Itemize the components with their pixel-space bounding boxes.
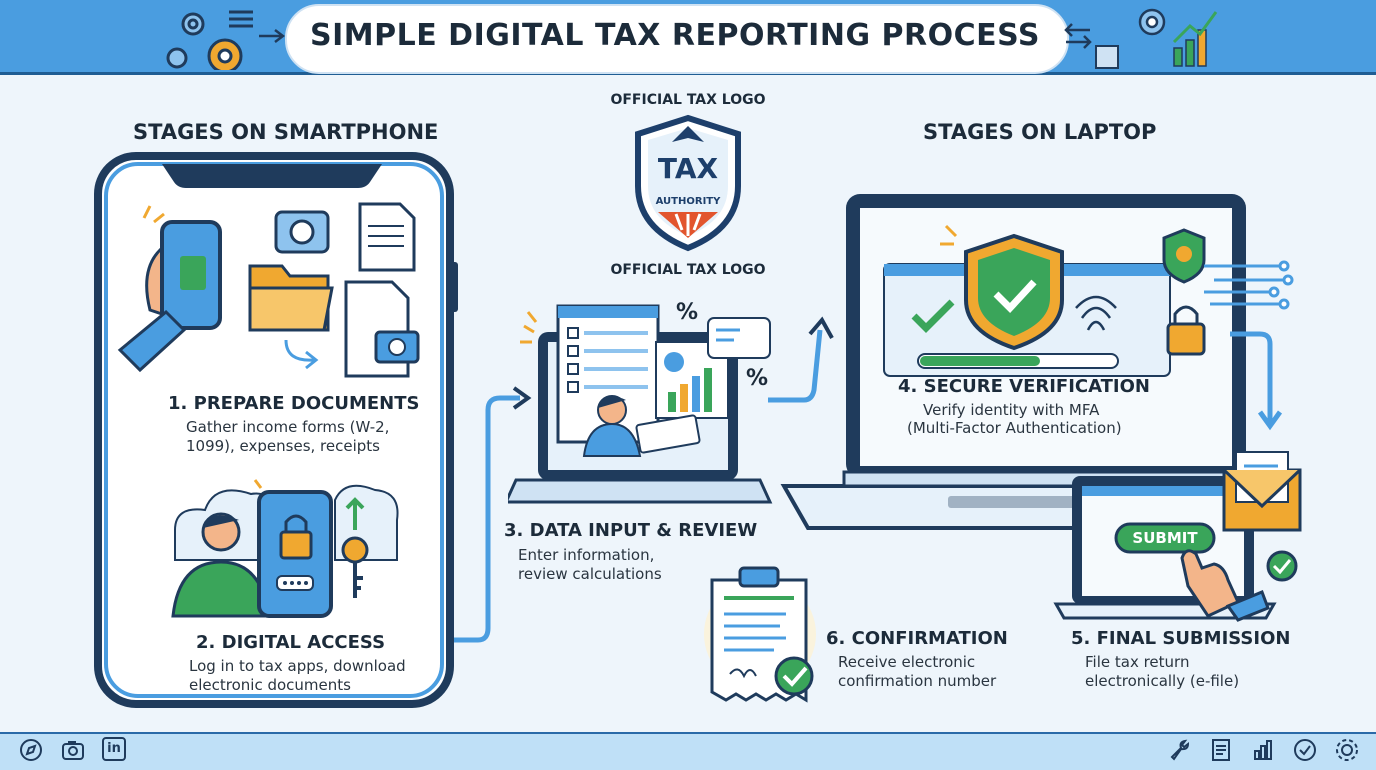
tax-authority-shield-icon [635,114,741,252]
checkmark-icon[interactable] [1292,737,1318,763]
document-icon[interactable] [1208,737,1234,763]
linkedin-icon[interactable]: in [102,737,126,761]
logo-main-text: TAX [657,152,719,185]
security-decor-icons [1162,228,1294,431]
step-3-desc-line1: Enter information, [518,546,655,564]
step-3-title: 3. DATA INPUT & REVIEW [504,520,758,541]
step-5-desc-line1: File tax return [1085,653,1190,671]
logo-sub-text: AUTHORITY [655,196,721,207]
logo-caption-bottom: OFFICIAL TAX LOGO [610,262,766,278]
step-4-desc-line2: (Multi-Factor Authentication) [907,419,1122,437]
step-1-desc-line1: Gather income forms (W-2, [186,418,390,436]
step-1-title: 1. PREPARE DOCUMENTS [168,393,420,414]
camera-icon[interactable] [60,737,86,763]
submit-button[interactable]: SUBMIT [1132,529,1198,547]
header-chart-icon [1064,8,1218,69]
step-5-title: 5. FINAL SUBMISSION [1071,628,1291,649]
final-submission-laptop-illustration [1053,451,1302,622]
footer-bar [0,732,1376,770]
title-banner [285,4,1069,74]
wrench-icon[interactable] [1166,737,1192,763]
step-4-title: 4. SECURE VERIFICATION [898,376,1150,397]
step-6-title: 6. CONFIRMATION [826,628,1008,649]
gear-icon[interactable] [1334,737,1360,763]
step-4-desc-line1: Verify identity with MFA [923,401,1100,419]
logo-caption-top: OFFICIAL TAX LOGO [610,92,766,108]
data-input-laptop-illustration [508,304,773,504]
chart-icon[interactable] [1250,737,1276,763]
percent-symbol-top: % [676,300,699,325]
confirmation-receipt-illustration [704,566,816,703]
step-5-desc-line2: electronically (e-file) [1085,672,1240,690]
step-2-title: 2. DIGITAL ACCESS [196,632,386,653]
step-2-desc-line1: Log in to tax apps, download [189,657,406,675]
smartphone-section-title: STAGES ON SMARTPHONE [133,120,439,144]
laptop-section-title: STAGES ON LAPTOP [923,120,1157,144]
step-6-desc-line2: confirmation number [838,672,997,690]
step-1-desc-line2: 1099), expenses, receipts [186,437,380,455]
prepare-documents-illustration [117,202,420,378]
compass-icon[interactable] [18,737,44,763]
header-gears-icon [166,10,285,70]
step-6-desc-line1: Receive electronic [838,653,976,671]
secure-verification-laptop-illustration [780,194,1280,530]
step-3-desc-line2: review calculations [518,565,662,583]
percent-symbol-right: % [746,366,769,391]
flow-arrows [454,316,834,643]
digital-access-illustration [171,479,399,618]
page-title: SIMPLE DIGITAL TAX REPORTING PROCESS [310,18,1040,53]
step-2-desc-line2: electronic documents [189,676,351,694]
